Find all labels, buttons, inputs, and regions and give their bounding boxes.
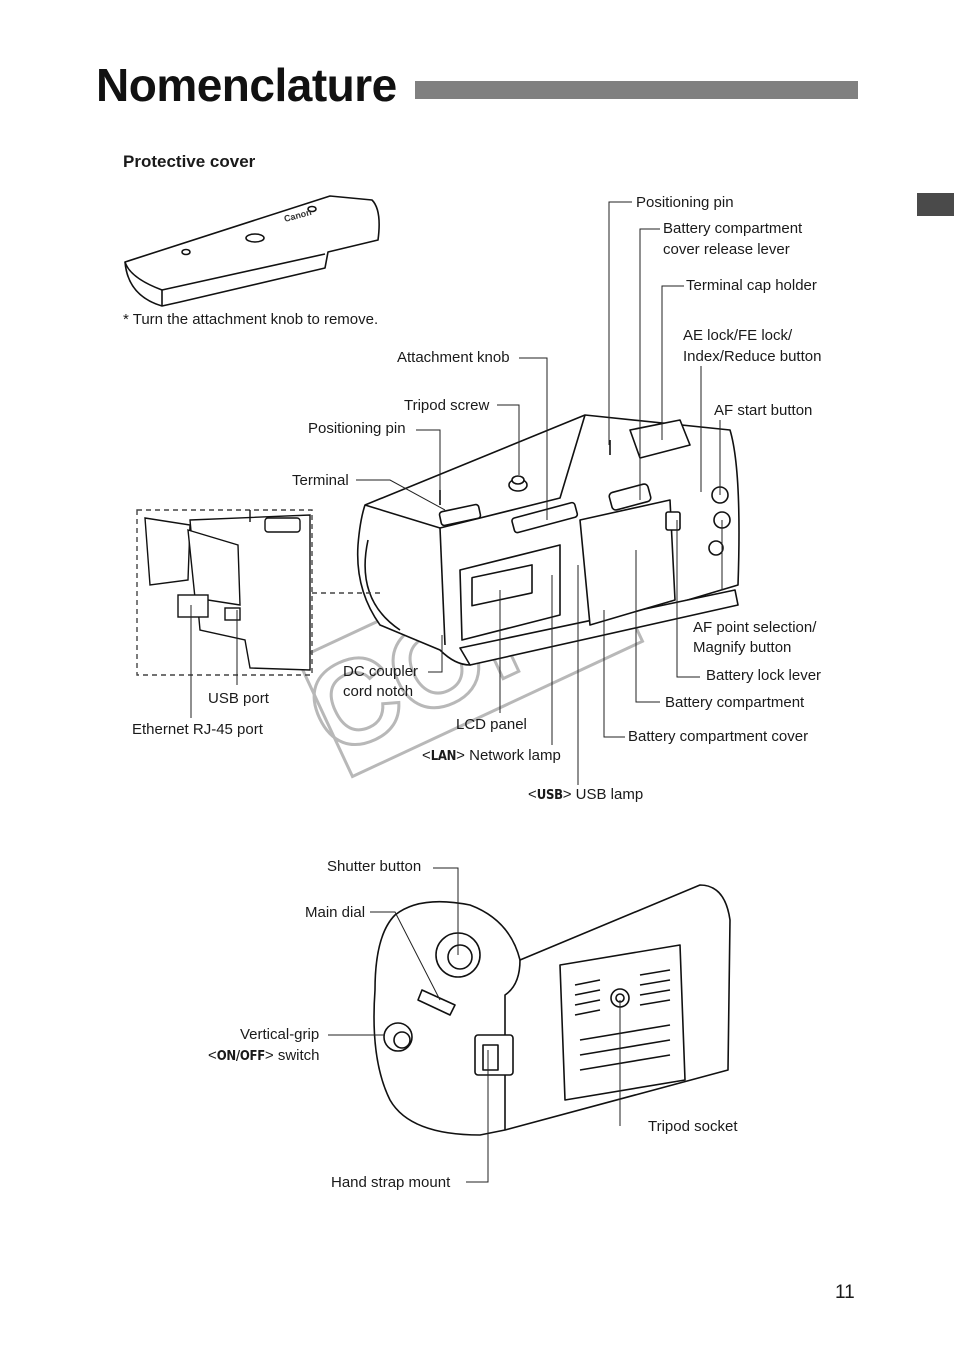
label-terminal-cap-holder: Terminal cap holder [686,277,817,294]
label-battery-compartment-cover: Battery compartment cover [628,728,809,745]
label-tripod-screw: Tripod screw [404,397,490,414]
label-usb-lamp: <USB> USB lamp [528,786,644,803]
page-title: Nomenclature [96,59,397,111]
label-network-lamp: <LAN> Network lamp [422,747,561,764]
label-ethernet-port: Ethernet RJ-45 port [132,721,263,738]
label-usb-port: USB port [208,690,269,707]
label-terminal: Terminal [292,472,349,489]
label-battery-lock: Battery lock lever [706,667,822,684]
label-main-dial: Main dial [305,904,366,921]
label-af-point-2: Magnify button [693,639,792,656]
chapter-tab [917,193,954,216]
network-lamp-text: Network lamp [469,747,561,764]
label-vertical-grip-2: <ON/OFF> switch [208,1047,320,1064]
page-number: 11 [835,1282,855,1303]
label-vertical-grip-1: Vertical-grip [240,1026,320,1043]
label-dc-coupler-1: DC coupler [343,663,419,680]
label-tripod-socket: Tripod socket [648,1118,738,1135]
label-attachment-knob: Attachment knob [397,349,510,366]
usb-lamp-text: USB lamp [575,786,644,803]
label-positioning-pin-top: Positioning pin [636,194,734,211]
label-positioning-pin-left: Positioning pin [308,420,406,437]
label-af-point-1: AF point selection/ [693,619,817,636]
vertical-grip-switch-text: switch [277,1047,320,1064]
section-heading: Protective cover [123,152,256,171]
battery-grip-rear-illustration [373,884,731,1136]
cover-note: * Turn the attachment knob to remove. [123,311,379,328]
usb-symbol: USB [536,788,563,803]
leader-lines [190,201,723,1183]
protective-cover-illustration: Canon [124,195,380,307]
title-rule [415,81,858,99]
onoff-symbol: ON/OFF [216,1049,265,1064]
label-hand-strap-mount: Hand strap mount [331,1174,451,1191]
battery-grip-top-illustration [356,414,740,666]
label-battery-cover-release-2: cover release lever [663,241,790,258]
label-battery-compartment: Battery compartment [665,694,805,711]
label-ae-lock-1: AE lock/FE lock/ [683,327,793,344]
label-lcd-panel: LCD panel [456,716,527,733]
label-ae-lock-2: Index/Reduce button [683,348,822,365]
label-shutter-button: Shutter button [327,858,422,875]
label-battery-cover-release-1: Battery compartment [663,220,803,237]
port-detail-inset [136,509,383,676]
label-dc-coupler-2: cord notch [343,683,414,700]
lan-symbol: LAN [430,749,457,764]
label-af-start: AF start button [714,402,813,419]
